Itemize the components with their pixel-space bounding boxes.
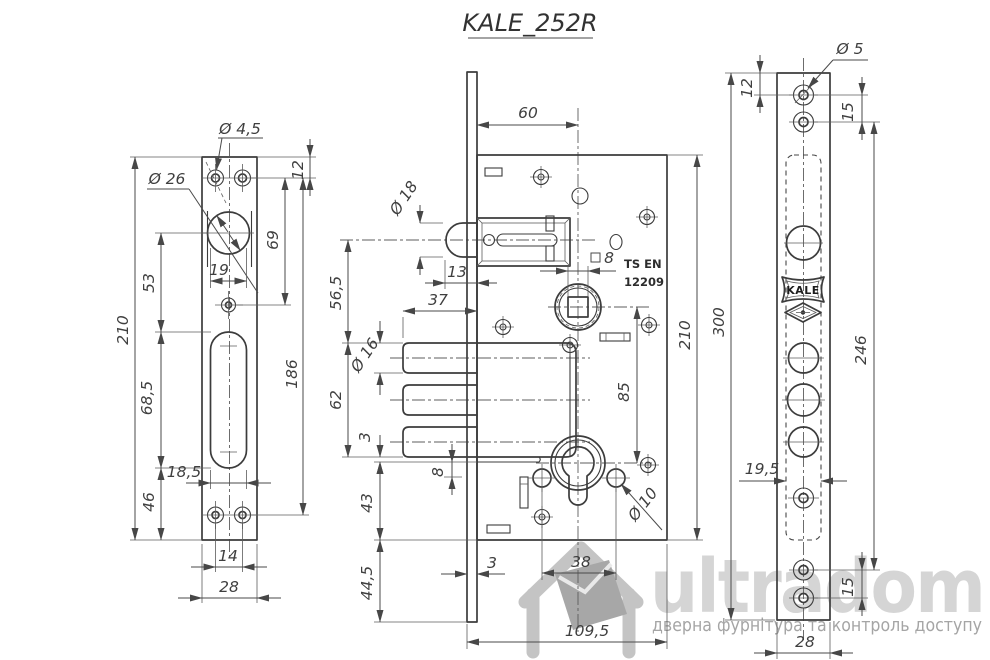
dim-cyl-to-slot: 53 (140, 273, 158, 293)
kale-logo: KALE (781, 276, 825, 303)
dim-screw-span-bottom: 15 (839, 577, 857, 597)
dim-cyl-screw-span: 38 (571, 553, 591, 571)
watermark: ultradom дверна фурнітура та контроль до… (518, 541, 986, 659)
dim-bolt-dia: Ø 16 (347, 335, 383, 377)
dim-center-span: 186 (283, 359, 301, 389)
standard-line1: TS EN (624, 257, 662, 271)
title-block: KALE_252R (462, 9, 598, 39)
dim-slot-width: 18,5 (167, 463, 202, 481)
dim-screw-centers: 246 (852, 335, 870, 365)
dim-hole-dia: Ø 4,5 (218, 120, 261, 138)
dim-fp-recess-width: 19,5 (745, 460, 780, 478)
strike-plate-front-view: Ø 4,5 Ø 26 210 53 68,5 46 12 69 186 19 1… (114, 120, 316, 603)
dim-top-offset: 12 (289, 160, 307, 180)
dim-backset: 60 (518, 104, 538, 122)
dim-cyl-dia: Ø 26 (148, 170, 186, 188)
dim-follower-to-cyl: 85 (615, 382, 633, 402)
dim-below-block: 43 (358, 493, 376, 513)
dim-fix-hole-dia: Ø 10 (624, 484, 662, 525)
dim-plate-thickness: 3 (487, 554, 497, 572)
dim-fp-height: 300 (710, 307, 728, 337)
dim-bolt-block: 62 (327, 390, 345, 410)
standard-line2: 12209 (624, 275, 664, 289)
lock-body-side-view: TS EN 12209 60 Ø 18 13 37 56,5 62 Ø 16 3… (327, 71, 703, 649)
dim-bottom-offset: 46 (140, 492, 158, 512)
watermark-tagline: дверна фурнітура та контроль доступу (652, 616, 982, 636)
watermark-brand: ultradom (650, 544, 984, 630)
dim-screw-span-top: 15 (839, 102, 857, 122)
dim-recess-width: 19 (209, 261, 229, 279)
tse-mark-icon (784, 302, 822, 323)
dim-plate-width: 28 (219, 578, 239, 596)
dim-bolt-throw: 37 (428, 291, 448, 309)
dim-latch-throw: 13 (447, 263, 467, 281)
kale-logo-text: KALE (786, 284, 820, 297)
dim-bolt-edge: 8 (429, 467, 447, 477)
dim-plate-height: 210 (114, 315, 132, 345)
dim-screw-dia: Ø 5 (836, 40, 864, 58)
dim-gap: 3 (356, 432, 374, 442)
dim-fp-width: 28 (795, 633, 815, 651)
screw-holes (492, 166, 660, 528)
dim-hole-span: 69 (264, 230, 282, 250)
dim-fp-top-offset: 12 (738, 78, 756, 98)
square-symbol (590, 252, 601, 263)
dim-body-height: 210 (676, 320, 694, 350)
dim-plate-tail: 44,5 (358, 566, 376, 601)
dim-latch-to-bolts: 56,5 (327, 276, 345, 311)
dim-follower-square: 8 (604, 249, 614, 267)
dim-latch-dia: Ø 18 (386, 178, 422, 220)
page-title: KALE_252R (462, 9, 597, 37)
dim-screw-span: 14 (218, 547, 238, 565)
dim-slot-height: 68,5 (138, 381, 156, 416)
dim-total-depth: 109,5 (565, 622, 609, 640)
face-plate-front-view: KALE Ø 5 12 15 300 246 19,5 15 (710, 40, 880, 659)
